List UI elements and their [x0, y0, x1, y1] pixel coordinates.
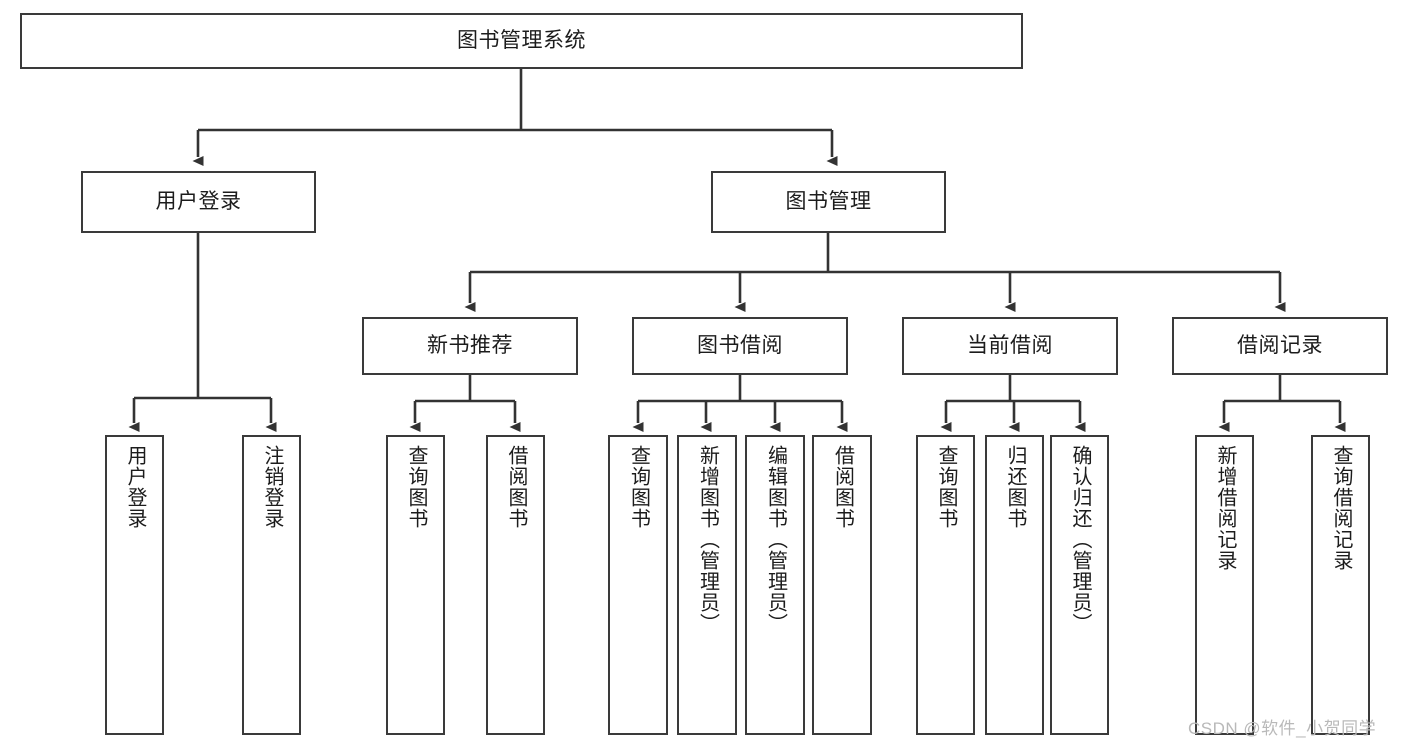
node-current-borrow[interactable]: 当前借阅: [902, 317, 1118, 375]
node-label: 新书推荐: [427, 333, 513, 357]
node-label: 编辑图书（管理员）: [764, 445, 787, 634]
leaf-user-login-logout[interactable]: 注销登录: [242, 435, 301, 735]
leaf-new-book-query[interactable]: 查询图书: [386, 435, 445, 735]
node-borrow-record[interactable]: 借阅记录: [1172, 317, 1388, 375]
node-label: 注销登录: [261, 445, 283, 529]
node-label: 图书管理: [785, 189, 872, 213]
node-label: 新增图书（管理员）: [696, 445, 719, 634]
node-book-management[interactable]: 图书管理: [711, 171, 946, 233]
leaf-borrow-edit-book-admin[interactable]: 编辑图书（管理员）: [745, 435, 805, 735]
node-label: 图书管理系统: [457, 28, 586, 52]
csdn-watermark: CSDN @软件_小贺同学: [1188, 719, 1377, 738]
node-label: 查询图书: [935, 445, 957, 529]
node-label: 新增借阅记录: [1214, 445, 1236, 571]
leaf-record-query-record[interactable]: 查询借阅记录: [1311, 435, 1370, 735]
node-label: 用户登录: [124, 445, 146, 529]
node-label: 查询图书: [627, 445, 650, 529]
node-label: 归还图书: [1004, 445, 1026, 529]
node-label: 借阅记录: [1237, 333, 1323, 357]
leaf-user-login-signin[interactable]: 用户登录: [105, 435, 164, 735]
node-label: 查询图书: [405, 445, 427, 529]
leaf-current-return-book[interactable]: 归还图书: [985, 435, 1044, 735]
leaf-borrow-query-book[interactable]: 查询图书: [608, 435, 668, 735]
node-user-login[interactable]: 用户登录: [81, 171, 316, 233]
node-label: 确认归还（管理员）: [1069, 445, 1091, 634]
node-root-system[interactable]: 图书管理系统: [20, 13, 1023, 69]
node-label: 借阅图书: [505, 445, 527, 529]
node-label: 用户登录: [155, 189, 242, 213]
leaf-new-book-borrow[interactable]: 借阅图书: [486, 435, 545, 735]
node-label: 借阅图书: [831, 445, 854, 529]
leaf-borrow-add-book-admin[interactable]: 新增图书（管理员）: [677, 435, 737, 735]
leaf-current-query-book[interactable]: 查询图书: [916, 435, 975, 735]
node-label: 查询借阅记录: [1330, 445, 1352, 571]
node-new-book-recommend[interactable]: 新书推荐: [362, 317, 578, 375]
node-book-borrow[interactable]: 图书借阅: [632, 317, 848, 375]
node-label: 当前借阅: [967, 333, 1053, 357]
leaf-borrow-borrow-book[interactable]: 借阅图书: [812, 435, 872, 735]
leaf-record-add-record[interactable]: 新增借阅记录: [1195, 435, 1254, 735]
node-label: 图书借阅: [697, 333, 783, 357]
leaf-current-confirm-return-admin[interactable]: 确认归还（管理员）: [1050, 435, 1109, 735]
